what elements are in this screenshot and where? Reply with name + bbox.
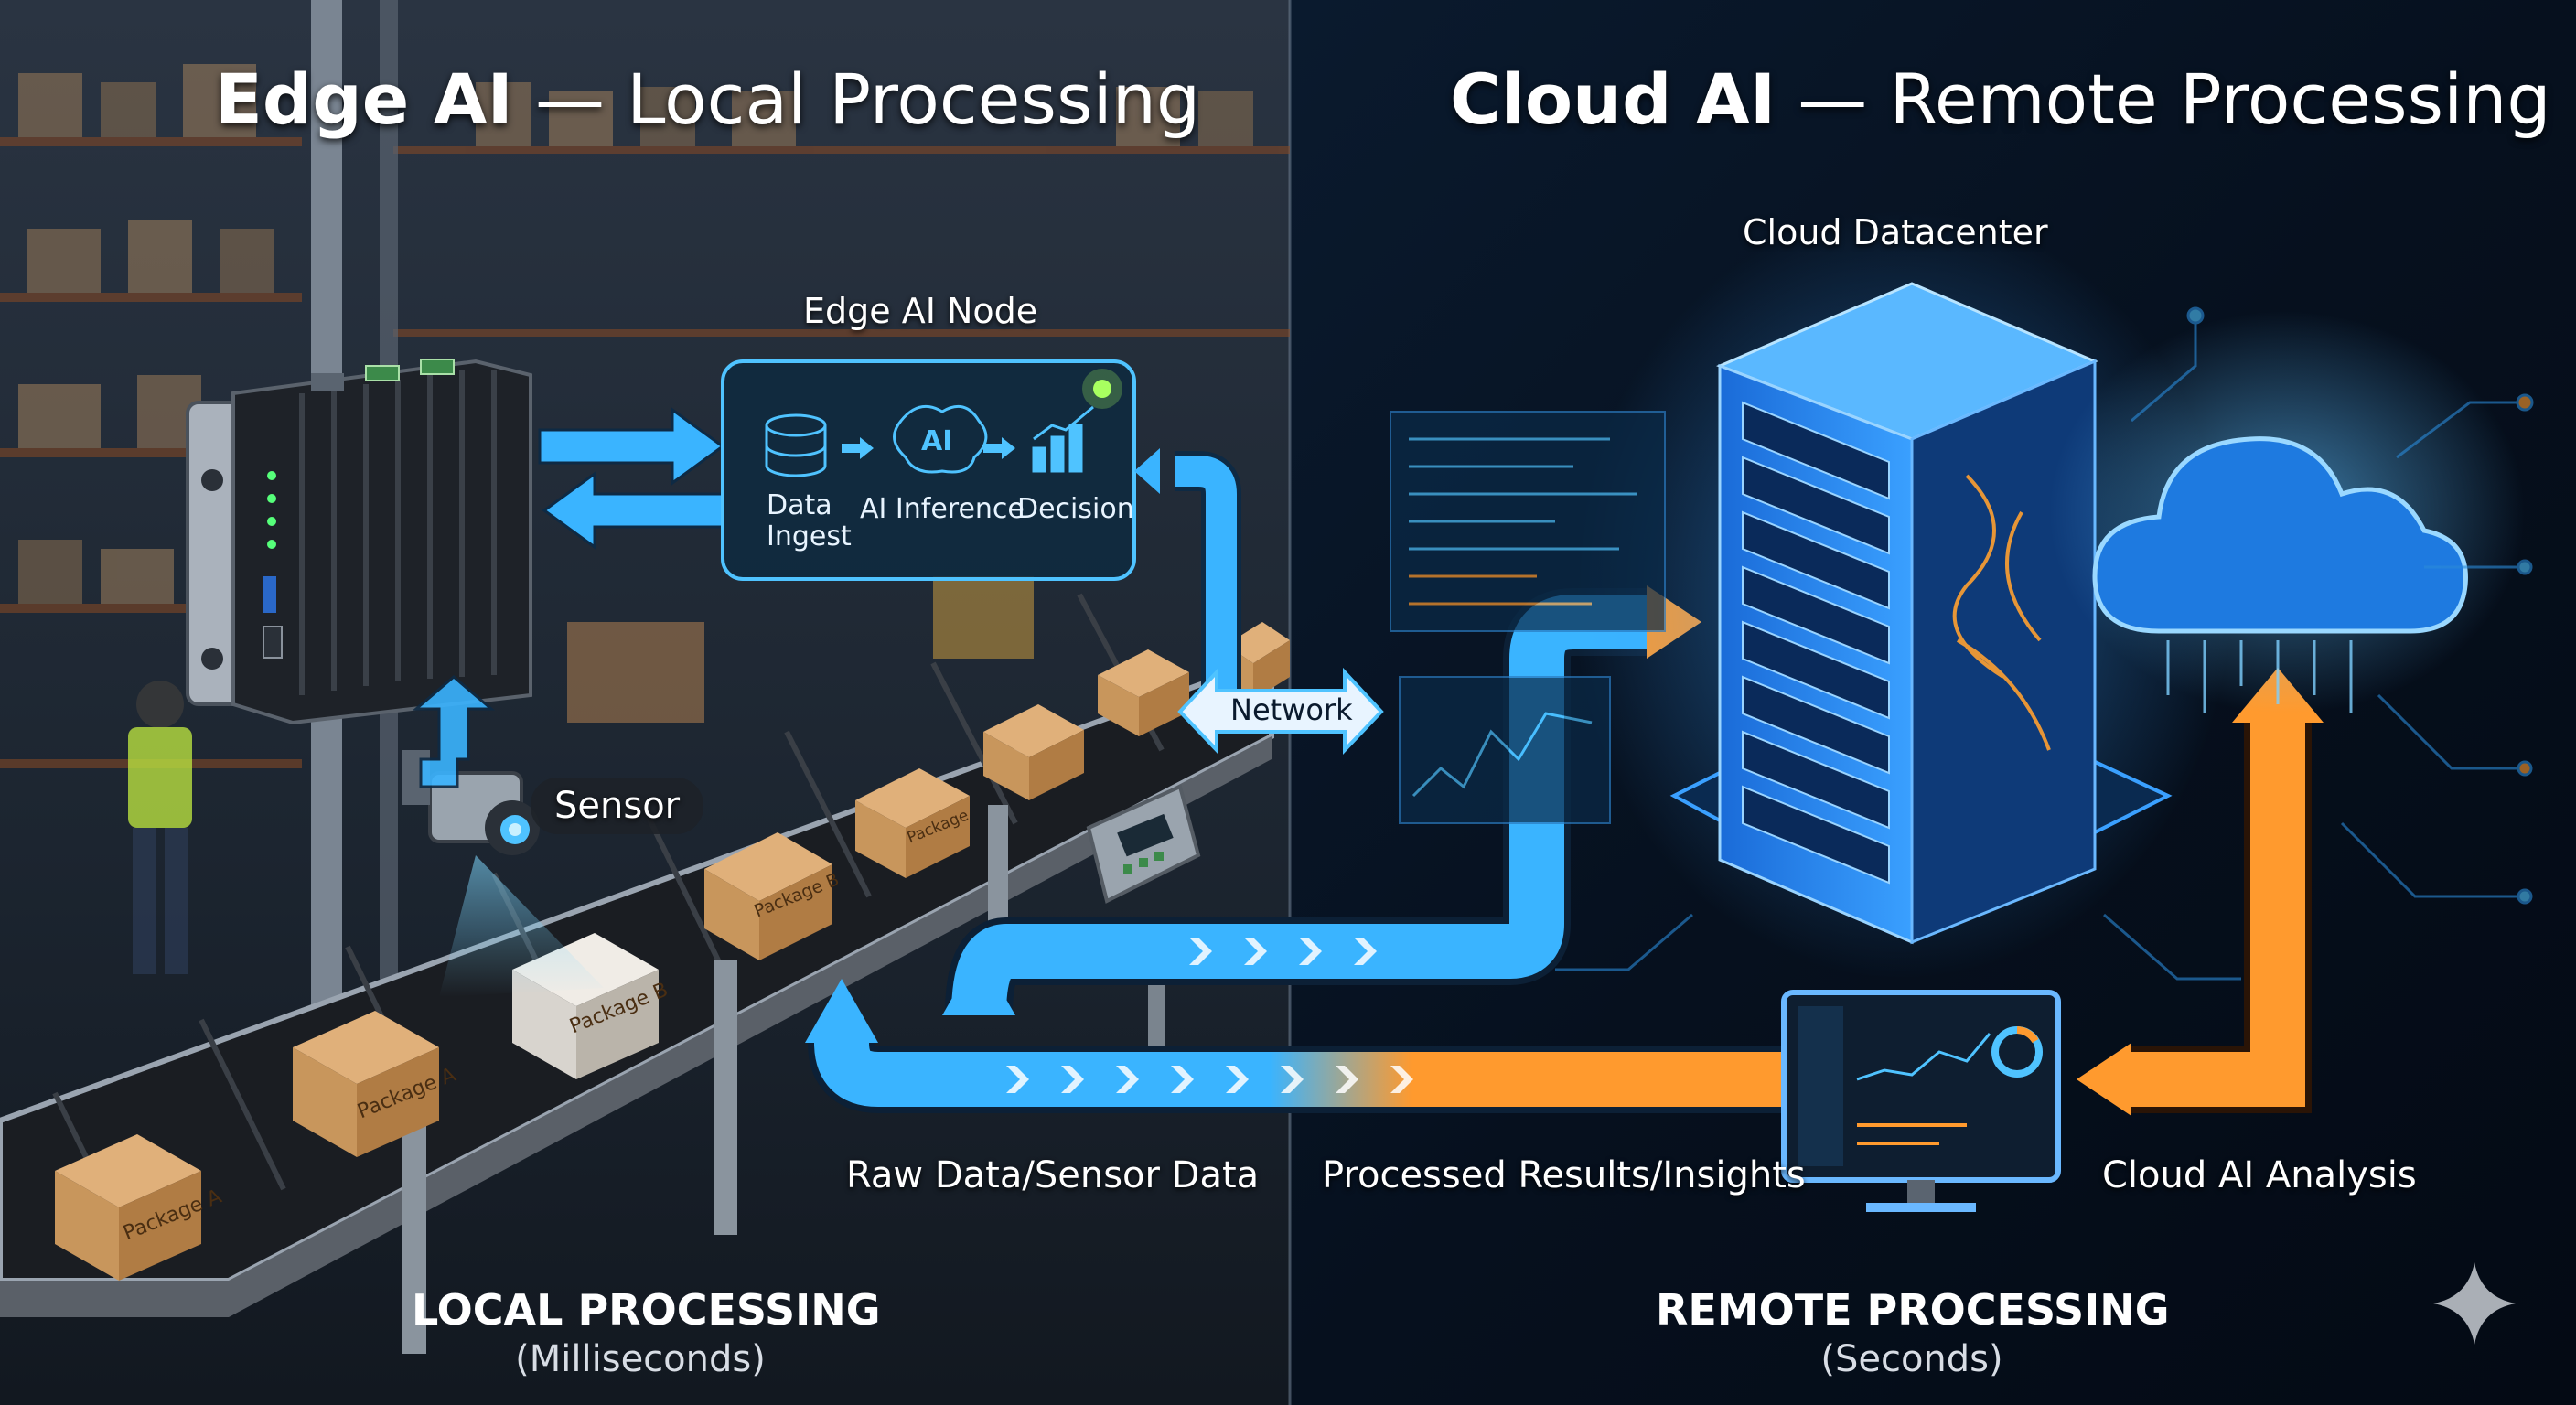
sensor-label: Sensor xyxy=(531,778,704,834)
network-label: Network xyxy=(1230,692,1353,727)
warehouse-shelves xyxy=(0,64,1290,768)
cloud-icon xyxy=(2049,311,2525,713)
pipeline-step-decision: Decision xyxy=(1017,493,1134,525)
decision-chart-icon xyxy=(1032,405,1094,473)
warehouse-worker xyxy=(128,681,192,974)
edge-ai-node-label: Edge AI Node xyxy=(803,291,1038,331)
monitor-icon xyxy=(1781,990,2061,1212)
device-node-arrows xyxy=(412,407,725,788)
local-processing-title: LOCAL PROCESSING xyxy=(412,1285,881,1335)
pipeline-step-ai-inference: AI Inference xyxy=(860,493,1025,525)
raw-data-label: Raw Data/Sensor Data xyxy=(846,1154,1260,1196)
package-boxes xyxy=(55,622,1290,1281)
edge-device xyxy=(186,359,532,725)
circuit-traces xyxy=(1555,306,2534,981)
edge-ai-node-panel xyxy=(721,359,1136,581)
network-arrow xyxy=(1177,667,1384,755)
local-processing-subtitle: (Milliseconds) xyxy=(515,1338,766,1380)
datacenter-tower xyxy=(1573,210,2232,979)
pipeline-step-data-ingest: Data Ingest xyxy=(767,489,852,552)
cloud-title: Cloud AI — Remote Processing xyxy=(1450,59,2551,140)
node-uplink-arrow xyxy=(1134,448,1241,709)
sparkle-icon xyxy=(2433,1262,2516,1345)
processed-results-label: Processed Results/Insights xyxy=(1322,1154,1806,1196)
data-panels xyxy=(1390,411,1666,824)
ai-icon-text: AI xyxy=(921,425,953,457)
remote-processing-subtitle: (Seconds) xyxy=(1820,1338,2003,1380)
ai-brain-icon xyxy=(893,404,988,474)
cloud-datacenter-label: Cloud Datacenter xyxy=(1743,212,2048,252)
edge-title: Edge AI — Local Processing xyxy=(215,59,1201,140)
cloud-ai-analysis-label: Cloud AI Analysis xyxy=(2102,1154,2417,1196)
database-icon xyxy=(765,413,827,477)
remote-processing-title: REMOTE PROCESSING xyxy=(1656,1285,2170,1335)
